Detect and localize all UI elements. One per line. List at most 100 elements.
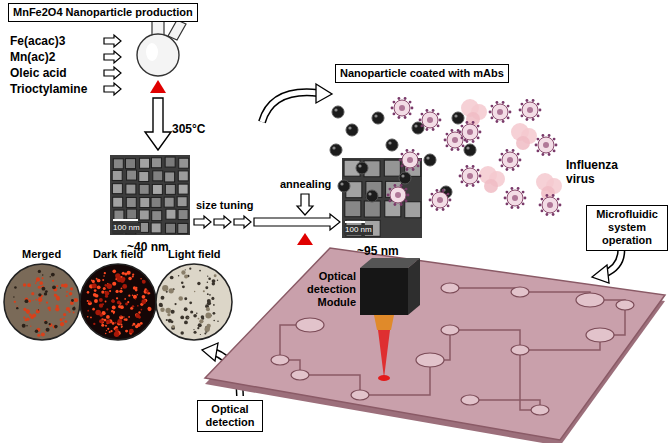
virus-spike — [479, 131, 482, 134]
speckle — [101, 290, 104, 293]
speckle — [137, 305, 139, 307]
speckle — [172, 325, 175, 328]
virus-spike — [394, 203, 397, 206]
speckle — [116, 297, 118, 299]
speckle — [117, 277, 122, 282]
speckle — [32, 300, 33, 301]
speckle — [66, 307, 70, 311]
tem-particle — [178, 171, 188, 181]
speckle — [181, 270, 185, 274]
virus — [502, 152, 518, 168]
tem-particle — [126, 159, 136, 169]
speckle — [135, 287, 137, 289]
speckle — [36, 277, 40, 281]
speckle — [55, 307, 59, 311]
virus-spike — [461, 136, 464, 139]
virus-spike — [477, 136, 480, 139]
speckle — [106, 308, 108, 310]
channel — [470, 400, 540, 410]
tem-particle — [127, 209, 137, 219]
speckle — [113, 313, 115, 315]
speckle — [31, 292, 34, 295]
tem-image — [110, 155, 190, 235]
tem-particle — [153, 171, 163, 181]
virus — [522, 102, 538, 118]
speckle — [207, 275, 208, 276]
speckle — [49, 323, 53, 327]
speckle — [147, 292, 149, 294]
virus-spike — [552, 194, 555, 197]
virus-spike — [472, 165, 475, 168]
speckle — [61, 322, 64, 325]
virus-spike — [506, 168, 509, 171]
speckle — [117, 319, 122, 324]
speckle — [142, 280, 146, 284]
virus-core — [507, 157, 513, 163]
virus-spike — [401, 153, 404, 156]
virus-spike — [393, 112, 396, 115]
virus-spike — [507, 105, 510, 108]
virus-spike — [461, 125, 464, 128]
virus-spike — [506, 191, 509, 194]
temperature-label: 305°C — [172, 122, 206, 136]
speckle — [132, 305, 134, 307]
heat-triangle — [150, 80, 166, 93]
speckle — [119, 315, 123, 319]
speckle — [211, 297, 214, 300]
chamber — [351, 390, 369, 400]
virus — [538, 137, 554, 153]
virus-spike — [477, 125, 480, 128]
speckle — [42, 274, 43, 275]
speckle — [73, 307, 75, 309]
speckle — [37, 334, 40, 337]
speckle — [197, 327, 199, 329]
particle-highlight — [466, 146, 469, 149]
speckle — [184, 307, 188, 311]
speckle — [120, 316, 121, 317]
virus — [542, 197, 558, 213]
virus-spike — [407, 194, 410, 197]
speckle — [41, 333, 45, 337]
speckle — [217, 320, 219, 322]
speckle — [132, 273, 134, 275]
tem-particle — [112, 184, 122, 194]
nanoparticle — [346, 124, 358, 136]
speckle — [132, 294, 133, 295]
virus-spike — [559, 204, 562, 207]
virus-spike — [501, 164, 504, 167]
speckle — [38, 297, 42, 301]
microfluidic-chip — [205, 248, 665, 440]
speckle — [87, 316, 89, 318]
speckle — [201, 315, 205, 319]
speckle — [189, 268, 191, 270]
speckle — [117, 301, 121, 305]
virus-cluster — [516, 136, 530, 150]
speckle — [184, 320, 188, 324]
virus-spike — [555, 144, 558, 147]
virus-spike — [389, 199, 392, 202]
speckle — [71, 299, 74, 302]
speckle — [97, 285, 101, 289]
speckle — [32, 314, 36, 318]
speckle — [63, 284, 67, 288]
speckle — [167, 313, 170, 316]
tem-particle — [179, 158, 189, 168]
virus-spike — [522, 191, 525, 194]
virus-spike — [512, 149, 515, 152]
speckle — [122, 326, 123, 327]
speckle — [61, 284, 64, 287]
virus — [462, 124, 478, 140]
speckle — [72, 307, 76, 311]
virus-spike — [457, 148, 460, 151]
virus-spike — [552, 213, 555, 216]
speckle — [35, 329, 38, 332]
nanoparticles — [330, 106, 476, 202]
particle-highlight — [426, 156, 429, 159]
particle-highlight — [358, 164, 361, 167]
virus-spike — [432, 128, 435, 131]
speckle — [26, 318, 29, 321]
tem-particle — [164, 197, 174, 207]
virus-spike — [451, 129, 454, 132]
speckle — [106, 330, 107, 331]
tem-particle — [140, 158, 150, 168]
